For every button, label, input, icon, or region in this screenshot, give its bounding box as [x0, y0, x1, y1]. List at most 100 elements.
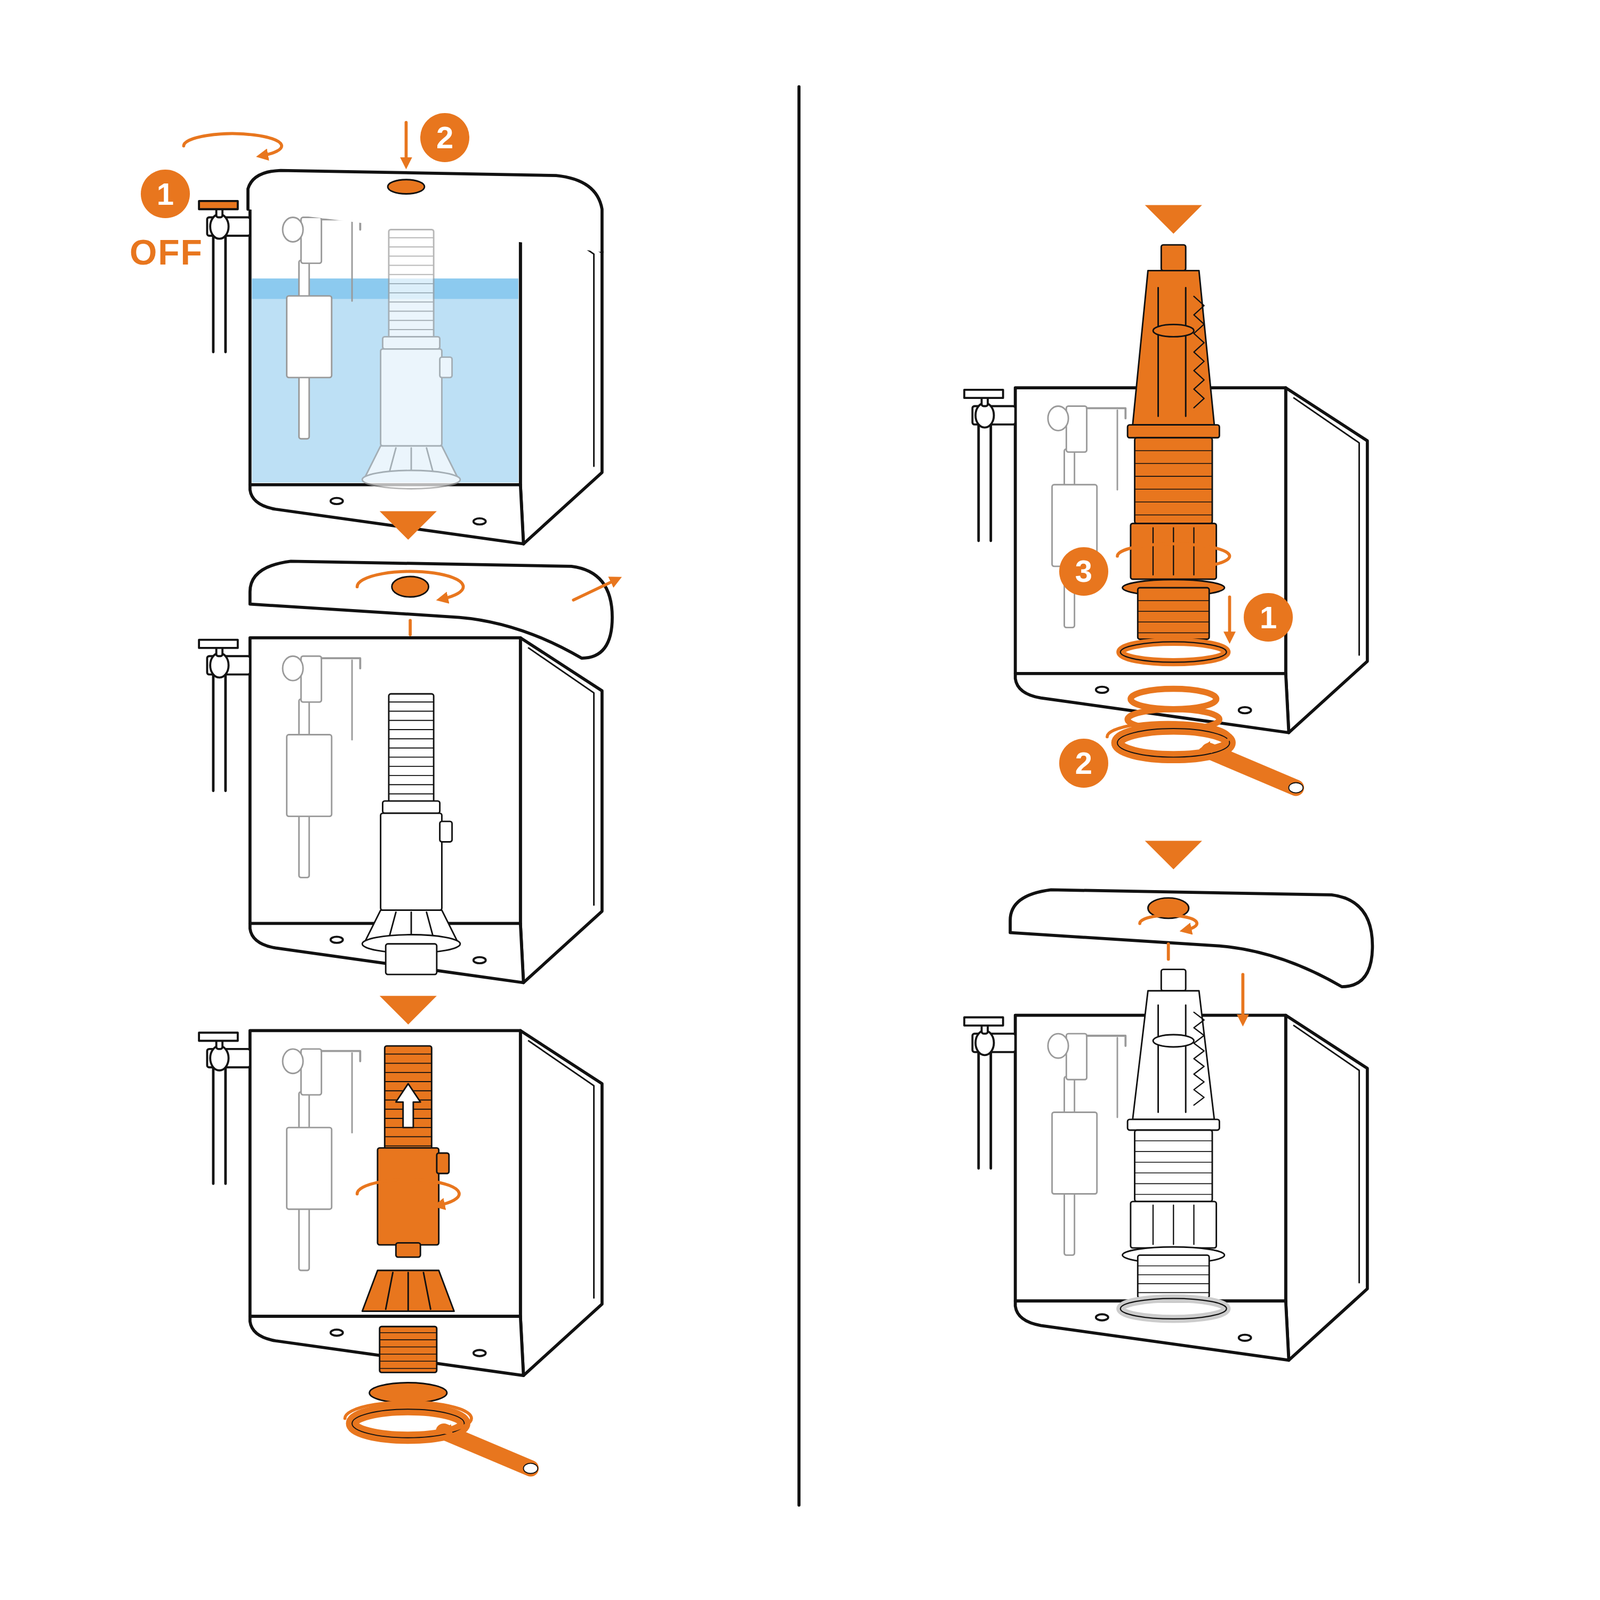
- tap-handle: [964, 389, 1004, 398]
- body-rib: [1134, 514, 1213, 516]
- tube-rib: [388, 292, 434, 294]
- callout-number: 1: [1243, 593, 1293, 643]
- thread: [379, 1339, 437, 1341]
- tube-rib: [388, 329, 434, 331]
- push-rod: [1161, 244, 1186, 271]
- cage-leg: [1153, 1205, 1195, 1245]
- fill-valve-rod: [351, 221, 354, 301]
- supply-pipe: [213, 1067, 226, 1184]
- spanner-ring: [352, 1409, 464, 1438]
- flush-valve: [362, 693, 461, 954]
- divider: [797, 86, 801, 1506]
- callout-number: 3: [1059, 547, 1109, 597]
- cistern-wall: [1285, 387, 1368, 733]
- push-pin: [1166, 944, 1171, 960]
- cistern-front: [250, 1316, 524, 1376]
- float-cap: [1153, 324, 1195, 337]
- tube-rib: [388, 255, 434, 257]
- water: [252, 278, 519, 483]
- cistern-wall: [528, 1041, 594, 1299]
- collar: [1127, 425, 1220, 438]
- fixing-hole: [473, 1349, 486, 1356]
- callout-text: 1: [156, 178, 174, 210]
- thread: [379, 1361, 437, 1363]
- fixing-hole: [330, 936, 343, 943]
- tube-rib: [388, 793, 434, 795]
- fill-valve-rod: [1116, 410, 1119, 490]
- fill-valve: [1066, 405, 1087, 452]
- spring: [1194, 296, 1205, 408]
- callout-text: 3: [1075, 555, 1093, 587]
- fixing-hole: [1238, 707, 1252, 714]
- fill-valve-rod: [351, 1052, 354, 1133]
- thread: [1137, 632, 1210, 634]
- cistern-wall: [1293, 397, 1359, 655]
- fill-valve: [300, 217, 322, 264]
- thread: [1137, 1283, 1210, 1285]
- fill-valve: [282, 217, 303, 243]
- thread: [1137, 600, 1210, 602]
- fill-valve: [286, 734, 332, 817]
- direction-arrow: [404, 122, 408, 164]
- tube-rib: [388, 310, 434, 312]
- valve-body: [1134, 1130, 1213, 1202]
- fill-valve: [282, 1049, 303, 1074]
- body-rib: [1134, 1172, 1213, 1174]
- overflow-tube: [384, 1045, 432, 1154]
- rotation-arrow: [1117, 544, 1230, 566]
- tube-rib: [388, 784, 434, 786]
- spanner-ring: [1117, 728, 1230, 758]
- rotation-arrow: [345, 1402, 472, 1432]
- valve-cage: [1130, 523, 1217, 580]
- callout-text: 1: [1259, 602, 1277, 634]
- thread: [1137, 1274, 1210, 1276]
- fill-valve: [1052, 1112, 1098, 1194]
- collar: [382, 801, 440, 814]
- fixing-hole: [473, 957, 486, 964]
- washer: [1120, 641, 1227, 662]
- tube-rib: [388, 237, 434, 239]
- tube-rib: [388, 283, 434, 285]
- tube-rib: [384, 1136, 432, 1138]
- valve-frame: [1132, 270, 1215, 425]
- callout-number: 2: [1059, 738, 1109, 788]
- overflow-tube: [388, 229, 434, 342]
- rotation-arrow: [1139, 915, 1197, 931]
- fill-valve-arm: [1086, 408, 1126, 419]
- tube-rib: [388, 264, 434, 266]
- spanner-ring: [352, 1409, 464, 1438]
- flush-button: [392, 576, 429, 597]
- flush-button: [387, 179, 425, 195]
- valve-body: [380, 813, 443, 911]
- step-arrow: [1145, 841, 1203, 870]
- thread: [1137, 1292, 1210, 1294]
- thread: [379, 1353, 437, 1355]
- cistern-back: [250, 637, 521, 924]
- cistern-back: [250, 198, 521, 485]
- fill-valve: [1048, 1033, 1069, 1059]
- fixing-hole: [330, 1329, 343, 1336]
- clip: [440, 357, 453, 378]
- tube-rib: [388, 701, 434, 703]
- cistern-front: [1015, 1300, 1290, 1360]
- callout-number: 1: [140, 169, 190, 219]
- supply-pipe: [213, 674, 226, 791]
- body-rib: [1134, 462, 1213, 464]
- clip: [440, 821, 453, 842]
- push-rod: [1161, 969, 1186, 991]
- valve-base: [362, 470, 461, 489]
- tube-rib: [388, 710, 434, 712]
- tube-rib: [388, 301, 434, 303]
- fill-valve-rod: [351, 660, 354, 740]
- tap-handle: [198, 201, 238, 210]
- fixing-hole: [330, 498, 343, 504]
- fill-valve: [286, 1127, 332, 1210]
- thread: [1137, 621, 1210, 623]
- fill-valve: [286, 296, 332, 378]
- direction-arrow: [1241, 974, 1245, 1021]
- cistern-wall: [528, 648, 594, 906]
- collar: [382, 336, 440, 349]
- threaded-tail: [1137, 1254, 1210, 1298]
- callout-number: 2: [420, 113, 470, 163]
